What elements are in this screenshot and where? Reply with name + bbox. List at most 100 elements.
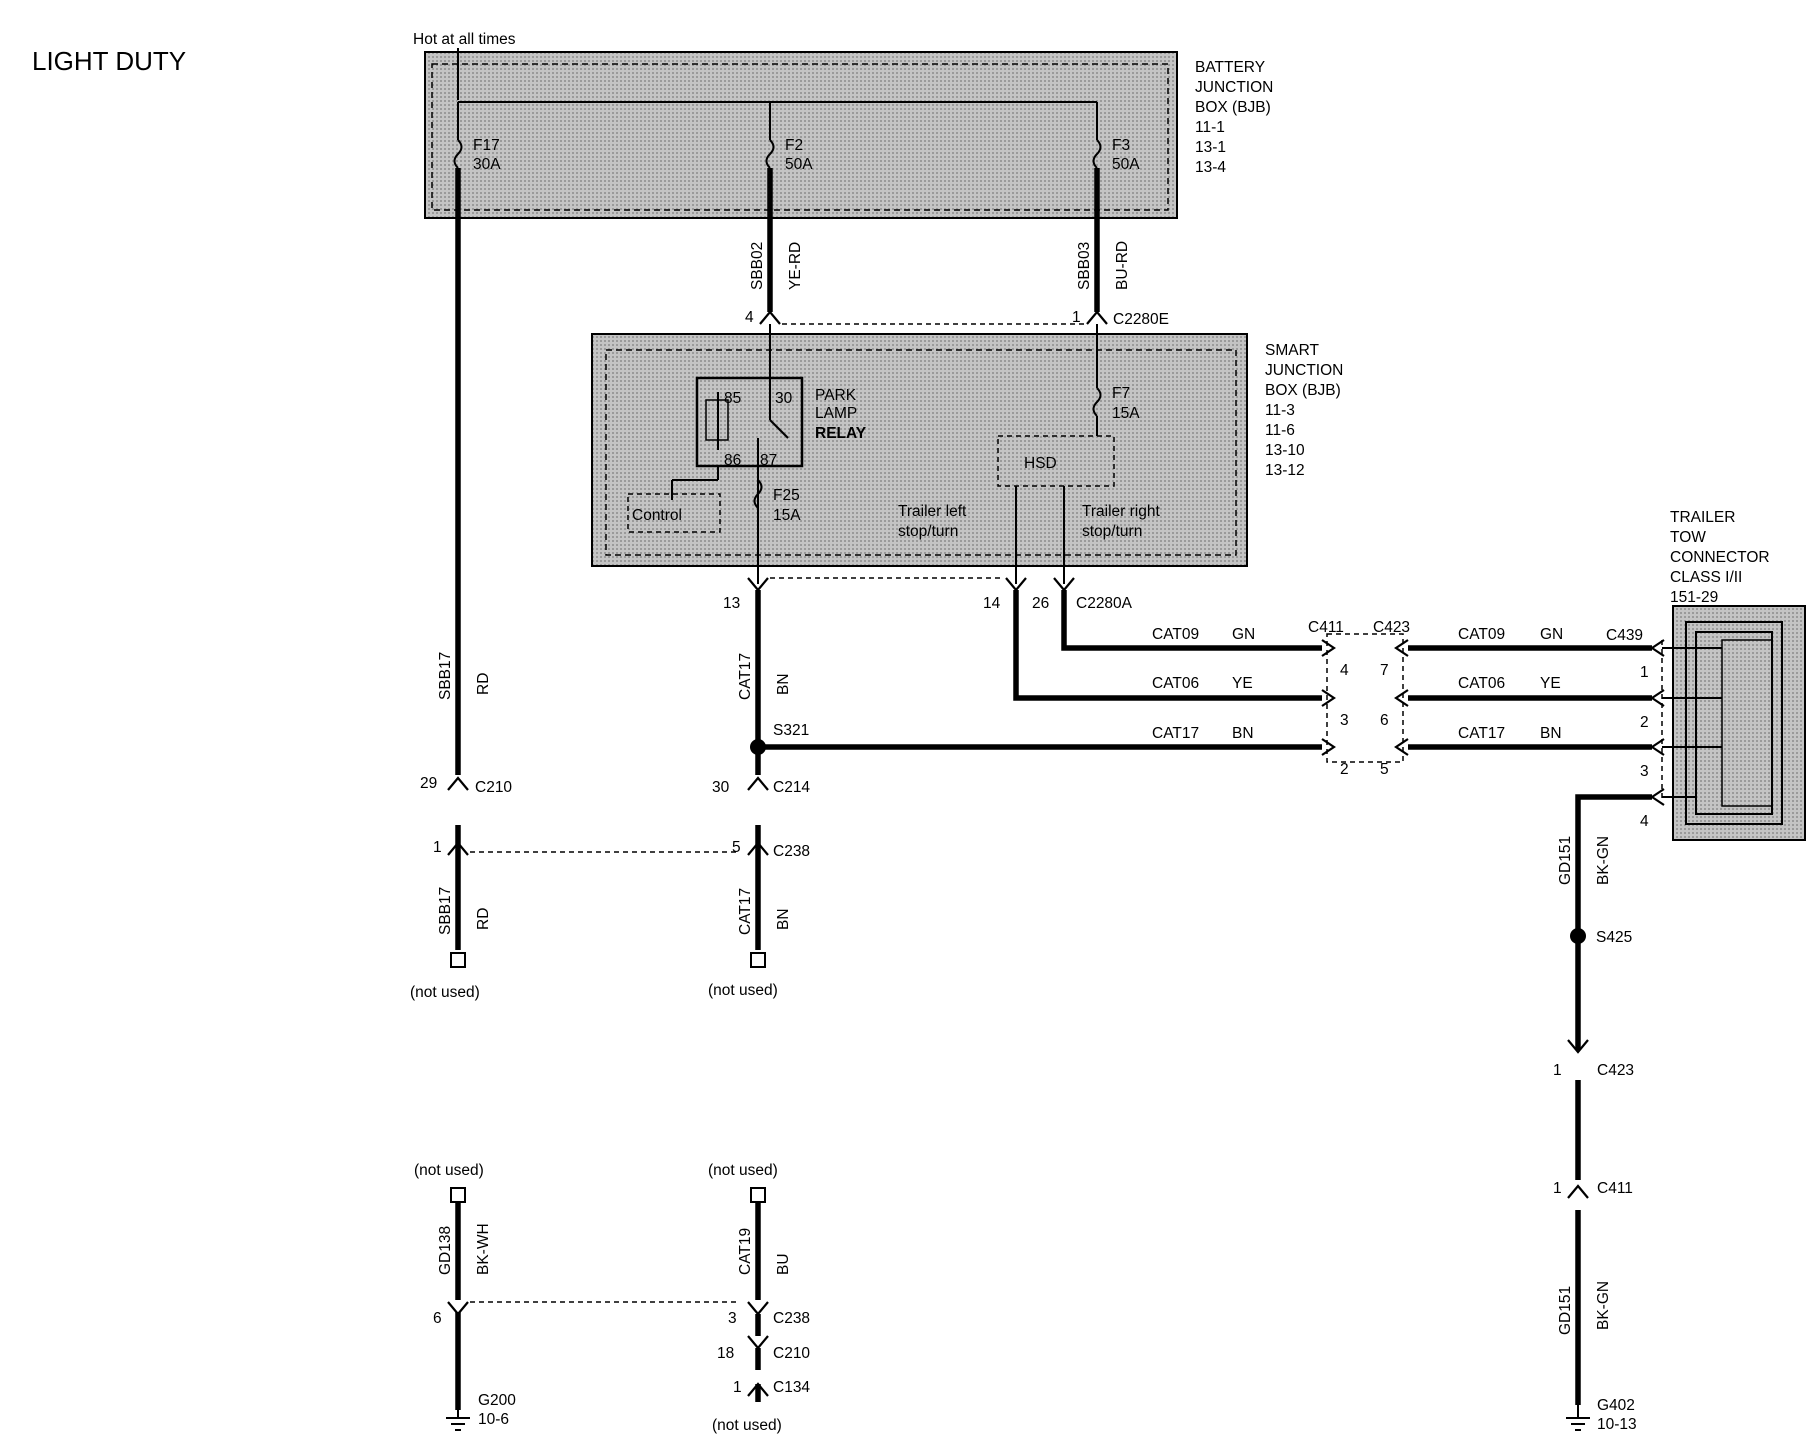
fuse-f3-rating: 50A xyxy=(1112,156,1140,173)
sbb03-color-label: BU-RD xyxy=(1114,241,1131,290)
gd138-color-label: BK-WH xyxy=(475,1223,492,1275)
bjb-title-6: 13-4 xyxy=(1195,159,1226,176)
c439-name: C439 xyxy=(1606,627,1643,644)
hsd-block xyxy=(997,435,1115,487)
g200-name: G200 xyxy=(478,1392,516,1409)
c439-pin-4: 4 xyxy=(1640,813,1649,830)
relay-label-1: PARK xyxy=(815,387,857,404)
c210-pin: 29 xyxy=(420,775,437,792)
c238b-pin-a: 6 xyxy=(433,1310,442,1327)
c238-pin-a: 1 xyxy=(433,839,442,856)
c2280e-connector-symbol-b xyxy=(1086,310,1108,325)
sjb-title-3: BOX (BJB) xyxy=(1265,382,1341,399)
s425-splice xyxy=(1570,928,1586,944)
c238b-pin-b: 3 xyxy=(728,1310,737,1327)
fuse-f2-symbol xyxy=(765,139,775,169)
trailer-title-4: CLASS I/II xyxy=(1670,569,1742,586)
s425-label: S425 xyxy=(1596,929,1632,946)
c238-connector-symbol-c xyxy=(447,1301,469,1316)
cat17-color-label: BN xyxy=(775,673,792,695)
relay-label-2: LAMP xyxy=(815,405,857,422)
gd138-circuit-label: GD138 xyxy=(437,1226,454,1275)
c210-connector-symbol xyxy=(447,776,469,791)
c423-name: C423 xyxy=(1373,619,1410,636)
cat17-left-circuit: CAT17 xyxy=(1152,725,1199,742)
fuse-f3-symbol xyxy=(1092,139,1102,169)
bjb-title-1: BATTERY xyxy=(1195,59,1265,76)
sbb03-circuit-label: SBB03 xyxy=(1076,242,1093,290)
fuse-f2-name: F2 xyxy=(785,137,803,154)
fuse-f17-rating: 30A xyxy=(473,156,501,173)
s321-label: S321 xyxy=(773,722,809,739)
sbb02-sbb03-circuits: SBB02 YE-RD SBB03 BU-RD 4 1 C2280E xyxy=(745,168,1169,328)
trailer-title-2: TOW xyxy=(1670,529,1706,546)
not-used-terminal-gd138 xyxy=(450,1187,466,1203)
trailer-left-label-2: stop/turn xyxy=(898,523,958,540)
unused-ground-circuits: (not used) GD138 BK-WH 6 G200 10-6 (not … xyxy=(414,1162,810,1434)
fuse-f7-rating: 15A xyxy=(1112,405,1140,422)
c2280a-outputs: 13 14 26 C2280A S321 CAT17 BN 30 C214 5 … xyxy=(708,530,1322,999)
cat06-right-circuit: CAT06 xyxy=(1458,675,1505,692)
g200-ref: 10-6 xyxy=(478,1411,509,1428)
not-used-label-cat19-top: (not used) xyxy=(708,1162,778,1179)
c411b-pin: 1 xyxy=(1553,1180,1562,1197)
c214-connector-symbol xyxy=(747,776,769,791)
trailer-title-1: TRAILER xyxy=(1670,509,1735,526)
relay-pin-86: 86 xyxy=(724,452,741,469)
sbb17-circuit-label-lower: SBB17 xyxy=(437,887,454,935)
trailer-connector-housing xyxy=(1672,605,1806,841)
bjb-title-2: JUNCTION xyxy=(1195,79,1273,96)
c423b-name: C423 xyxy=(1597,1062,1634,1079)
c238-name: C238 xyxy=(773,843,810,860)
smart-junction-box: F7 15A HSD 85 30 86 87 PARK LAMP RELAY C… xyxy=(591,324,1343,584)
cat06-right-color: YE xyxy=(1540,675,1561,692)
relay-label-3: RELAY xyxy=(815,425,867,442)
c2280e-name: C2280E xyxy=(1113,311,1169,328)
c214-pin: 30 xyxy=(712,779,730,796)
c423-pin-6: 6 xyxy=(1380,712,1389,729)
hot-at-all-times-label: Hot at all times xyxy=(413,31,516,48)
sbb02-color-label: YE-RD xyxy=(787,242,804,290)
c411-pin-3: 3 xyxy=(1340,712,1349,729)
c238-pin-b: 5 xyxy=(732,839,741,856)
gd151-color-label: BK-GN xyxy=(1595,836,1612,885)
trailer-right-label-2: stop/turn xyxy=(1082,523,1142,540)
c134-name: C134 xyxy=(773,1379,810,1396)
trailer-connector-frame-outer xyxy=(1685,621,1783,825)
bjb-title-3: BOX (BJB) xyxy=(1195,99,1271,116)
c439-pin-3: 3 xyxy=(1640,763,1649,780)
cat09-right-circuit: CAT09 xyxy=(1458,626,1505,643)
c423-ground-connector-symbol xyxy=(1567,1039,1589,1054)
fuse-f25-rating: 15A xyxy=(773,507,801,524)
g402-ref: 10-13 xyxy=(1597,1416,1637,1433)
c238-connector-symbol-b xyxy=(747,841,769,856)
c423-pin-5: 5 xyxy=(1380,761,1389,778)
cat17-circuit-label-lower: CAT17 xyxy=(737,888,754,935)
c2280a-pin-13: 13 xyxy=(723,595,740,612)
c439-pin-2: 2 xyxy=(1640,714,1649,731)
sjb-title-2: JUNCTION xyxy=(1265,362,1343,379)
c210b-name: C210 xyxy=(773,1345,810,1362)
bjb-title-5: 13-1 xyxy=(1195,139,1226,156)
sbb17-circuit: SBB17 RD 29 C210 1 SBB17 RD (not used) xyxy=(410,168,738,1001)
c2280e-pin-b: 1 xyxy=(1072,309,1081,326)
trailer-left-label-1: Trailer left xyxy=(898,503,967,520)
c210b-pin: 18 xyxy=(717,1345,734,1362)
hsd-label: HSD xyxy=(1024,455,1057,472)
sjb-title-1: SMART xyxy=(1265,342,1320,359)
sjb-title-5: 11-6 xyxy=(1265,422,1295,439)
fuse-f2-rating: 50A xyxy=(785,156,813,173)
relay-coil xyxy=(705,399,729,441)
not-used-label-cat19-bottom: (not used) xyxy=(712,1417,782,1434)
sbb02-circuit-label: SBB02 xyxy=(749,242,766,290)
not-used-terminal-cat19 xyxy=(750,1187,766,1203)
c411-pin-2: 2 xyxy=(1340,761,1349,778)
sjb-title-6: 13-10 xyxy=(1265,442,1305,459)
sjb-title-4: 11-3 xyxy=(1265,402,1295,419)
not-used-label-gd138: (not used) xyxy=(414,1162,484,1179)
c439-pin-1: 1 xyxy=(1640,664,1649,681)
c423-pin-7: 7 xyxy=(1380,662,1389,679)
cat09-left-circuit: CAT09 xyxy=(1152,626,1199,643)
trailer-right-label-1: Trailer right xyxy=(1082,503,1160,520)
cat09-left-color: GN xyxy=(1232,626,1255,643)
